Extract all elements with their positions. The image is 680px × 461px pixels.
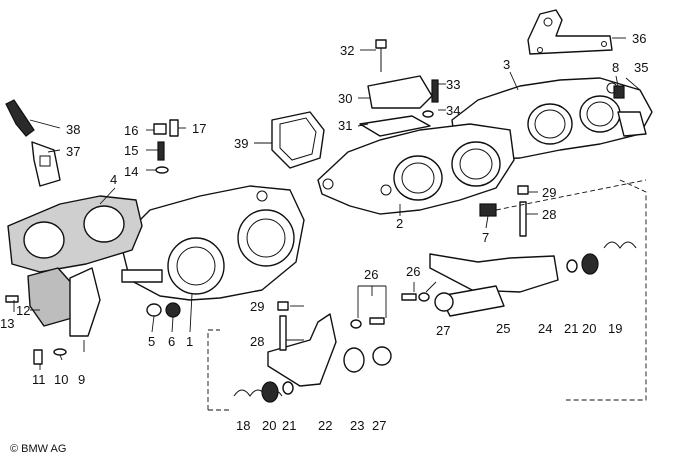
callout-14: 14 [124, 164, 138, 179]
callout-12: 12 [16, 303, 30, 318]
callout-4: 4 [110, 172, 117, 187]
part-11-screw [33, 349, 43, 365]
callout-27-lower: 27 [372, 418, 386, 433]
callout-5: 5 [148, 334, 155, 349]
part-28-stud-upper [519, 201, 527, 237]
callout-9: 9 [78, 372, 85, 387]
callout-15: 15 [124, 143, 138, 158]
part-32-bolt [375, 39, 387, 72]
part-13-screw [5, 295, 19, 303]
callout-19: 19 [608, 321, 622, 336]
callout-8: 8 [612, 60, 619, 75]
part-20-bushing-upper [581, 253, 599, 275]
callout-37: 37 [66, 144, 80, 159]
callout-33: 33 [446, 77, 460, 92]
callout-29-upper: 29 [542, 185, 556, 200]
callout-28-upper: 28 [542, 207, 556, 222]
part-26-screw-upper [401, 292, 430, 302]
part-6-nut [165, 302, 181, 318]
part-14-ring [155, 166, 169, 174]
part-26-screw-lower [350, 317, 385, 329]
part-8-cap [613, 85, 625, 99]
part-23-sleeve [343, 347, 365, 373]
copyright-notice: © BMW AG [10, 443, 67, 455]
part-38-sensor [5, 99, 35, 137]
part-30-valve-cover [367, 75, 433, 109]
callout-17: 17 [192, 121, 206, 136]
callout-32: 32 [340, 43, 354, 58]
callout-28-lower: 28 [250, 334, 264, 349]
callout-11: 11 [32, 372, 46, 387]
callout-21-upper: 21 [564, 321, 578, 336]
leader-lines [13, 37, 641, 370]
part-7-sleeve [479, 203, 497, 217]
assembly-dashed-lines [207, 179, 647, 411]
callout-36: 36 [632, 31, 646, 46]
callout-31: 31 [338, 118, 352, 133]
callout-26-upper: 26 [406, 264, 420, 279]
callout-38: 38 [66, 122, 80, 137]
part-15-screw [157, 141, 165, 161]
callout-22: 22 [318, 418, 332, 433]
part-27-nut-lower [372, 346, 392, 366]
callout-10: 10 [54, 372, 68, 387]
callout-29-lower: 29 [250, 299, 264, 314]
part-21-washer-lower [282, 381, 294, 395]
callout-1: 1 [186, 334, 193, 349]
callout-20-lower: 20 [262, 418, 276, 433]
part-19-spring-upper [603, 241, 637, 249]
part-31-valve-gasket [359, 115, 431, 137]
part-5-washer [146, 303, 162, 317]
callout-23: 23 [350, 418, 364, 433]
callout-6: 6 [168, 334, 175, 349]
part-2-throttle-body-middle [317, 123, 515, 215]
part-28-stud-lower [279, 315, 287, 351]
part-39-gasket-ring [271, 111, 325, 169]
part-37-connector [31, 141, 61, 187]
part-4-gasket [7, 195, 143, 273]
part-22-lever [267, 313, 337, 387]
callout-39: 39 [234, 136, 248, 151]
part-34-washer [422, 110, 434, 118]
callout-labels: 32 36 3 8 35 33 30 34 31 38 16 17 39 37 … [0, 31, 648, 433]
part-1-throttle-body-front [119, 185, 305, 301]
part-24-lever [429, 253, 559, 293]
callout-30: 30 [338, 91, 352, 106]
part-10-washer [53, 348, 67, 356]
part-27-nut-upper [434, 292, 454, 312]
callout-3: 3 [503, 57, 510, 72]
callout-27-upper: 27 [436, 323, 450, 338]
part-29-cap-upper [517, 185, 529, 195]
callout-26-lower: 26 [364, 267, 378, 282]
callout-20-upper: 20 [582, 321, 596, 336]
part-12-throttle-switch [27, 267, 101, 337]
callout-34: 34 [446, 103, 460, 118]
callout-24: 24 [538, 321, 552, 336]
part-16-cap [153, 123, 167, 135]
callout-18: 18 [236, 418, 250, 433]
callout-13: 13 [0, 316, 14, 331]
part-20-bushing-lower [261, 381, 279, 403]
part-29-cap-lower [277, 301, 289, 311]
part-21-washer-upper [566, 259, 578, 273]
callout-35: 35 [634, 60, 648, 75]
callout-16: 16 [124, 123, 138, 138]
part-33-stud [431, 79, 439, 103]
part-36-bracket [527, 9, 613, 55]
callout-2: 2 [396, 216, 403, 231]
callout-21-lower: 21 [282, 418, 296, 433]
callout-7: 7 [482, 230, 489, 245]
callout-25: 25 [496, 321, 510, 336]
part-17-pin [169, 119, 179, 137]
